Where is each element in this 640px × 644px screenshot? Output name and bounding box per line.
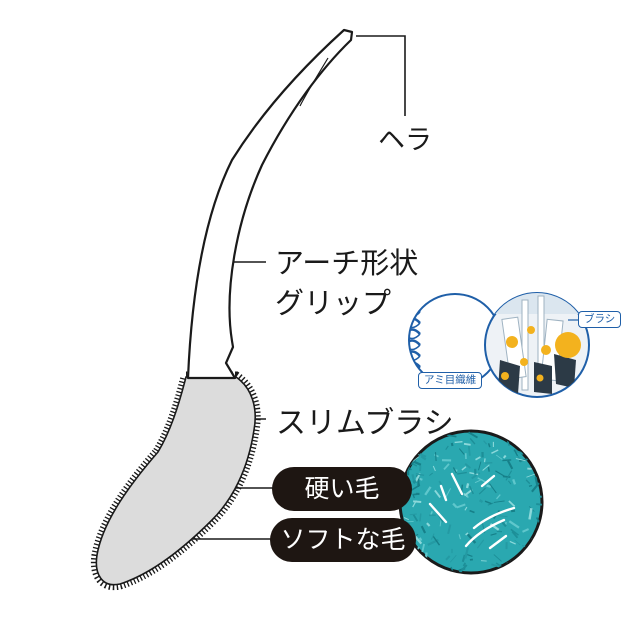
bristle-strand: [411, 563, 419, 571]
bristle-strand: [537, 453, 538, 458]
bristle-strand: [409, 556, 411, 562]
bristle-strand: [452, 443, 453, 446]
bristle-strand: [455, 442, 463, 443]
bristle-strand: [519, 567, 521, 574]
mesh-wave: [404, 389, 420, 394]
bristle-strand: [413, 501, 421, 502]
tag-brush: ブラシ: [578, 311, 621, 328]
bristle-strand: [464, 444, 471, 445]
bristle-strand: [536, 477, 538, 484]
bristle-strand: [538, 456, 541, 457]
bristle-strand: [510, 562, 520, 565]
label-soft-bristles: ソフトな毛: [270, 518, 416, 562]
brush-head: [96, 377, 255, 585]
bristle-strand: [503, 476, 511, 477]
label-arch-grip-line2: グリップ: [275, 283, 418, 323]
bristle-strand: [536, 504, 543, 505]
brush-section-inset: [485, 292, 590, 397]
bristle-strand: [487, 486, 491, 487]
bristle-strand: [521, 435, 532, 436]
bristle-strand: [502, 460, 511, 461]
bristle-strand: [535, 431, 538, 436]
label-hard-bristles: 硬い毛: [272, 467, 412, 511]
handle-outline: [188, 30, 352, 378]
bristle-strand: [436, 452, 437, 461]
label-arch-grip: アーチ形状 グリップ: [275, 243, 418, 323]
bristle-strand: [528, 446, 530, 451]
bristle-strand: [539, 497, 550, 498]
bristle-closeup: [398, 431, 550, 576]
bristle-strand: [420, 538, 422, 541]
bristle-strand: [522, 546, 525, 547]
bristle-strand: [469, 446, 470, 456]
bristle-strand: [511, 571, 516, 575]
label-slim-brush: スリムブラシ: [276, 398, 454, 442]
bristle-strand: [526, 566, 530, 577]
bristle-strand: [399, 570, 401, 575]
label-arch-grip-line1: アーチ形状: [275, 243, 418, 283]
bristle-strand: [529, 486, 532, 487]
bristle-strand: [538, 558, 541, 561]
bristle-strand: [488, 467, 489, 472]
bristle-strand: [531, 567, 540, 570]
bristle-strand: [413, 559, 417, 566]
bristle-strand: [405, 562, 415, 566]
label-hera: ヘラ: [378, 118, 432, 157]
leader-hera: [356, 36, 405, 116]
bristle-strand: [525, 448, 531, 455]
bristle-strand: [532, 544, 537, 545]
bristle-strand: [420, 514, 421, 522]
bristle-strand: [511, 511, 515, 512]
arch-handle: [188, 30, 352, 378]
bristle-strand: [535, 443, 538, 445]
tag-mesh-weave: アミ目織維: [418, 372, 482, 389]
bristle-strand: [529, 545, 536, 547]
bristle-strand: [414, 555, 419, 559]
bristle-strand: [511, 440, 516, 441]
bristle-strand: [480, 500, 483, 502]
mesh-wave: [404, 363, 420, 368]
bristle-strand: [467, 483, 468, 488]
bristle-strand: [411, 447, 414, 449]
bristle-strand: [485, 458, 486, 462]
